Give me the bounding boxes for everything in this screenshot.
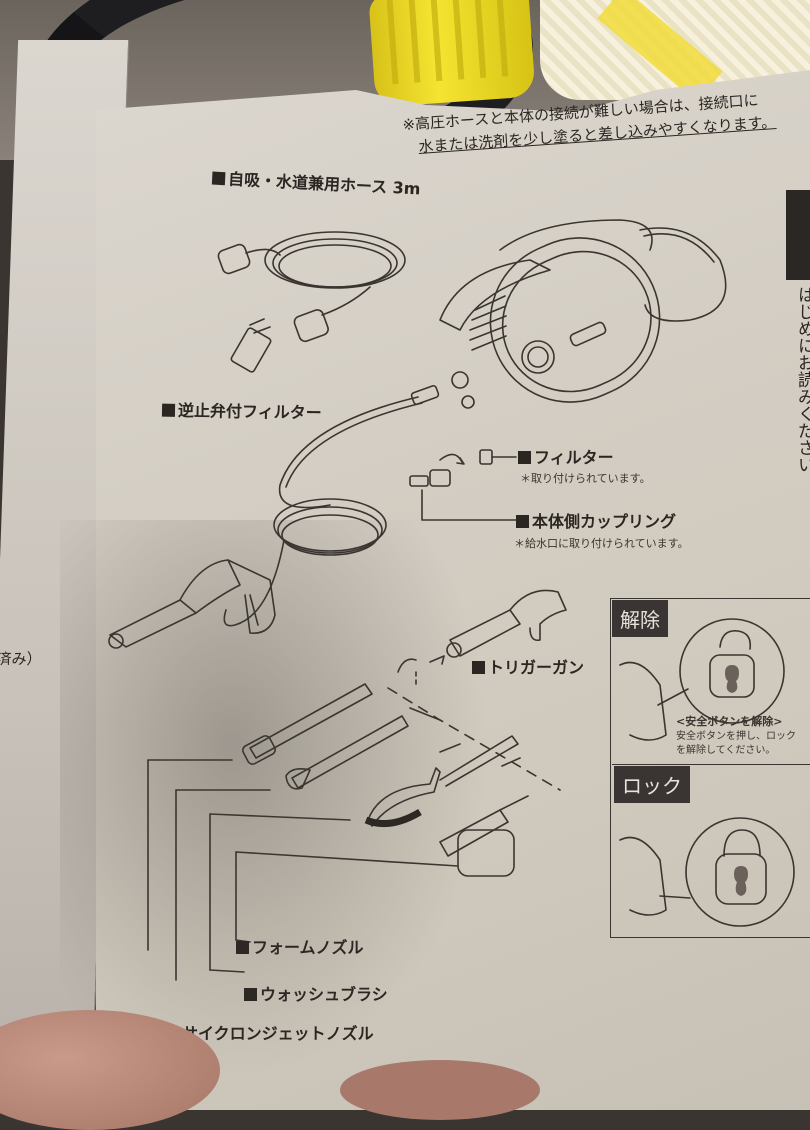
locked-padlock-icon (619, 817, 795, 927)
body-coupling-note: ＊給水口に取り付けられています。 (514, 537, 689, 550)
hose-illustration (217, 231, 406, 373)
filter-and-coupling-illustration (409, 449, 517, 521)
release-tag: 解除 (612, 600, 668, 637)
section-tab (786, 190, 810, 280)
bullet-square-icon (211, 171, 226, 186)
bullet-square-icon (518, 451, 531, 464)
high-pressure-hose-and-gun-illustration (108, 384, 440, 649)
manual-page (96, 70, 810, 1110)
lock-tag: ロック (614, 766, 690, 803)
accessories-illustration (147, 683, 561, 981)
bullet-square-icon (244, 988, 257, 1001)
bullet-square-icon (236, 941, 249, 954)
foam-nozzle-label: フォームノズル (236, 940, 364, 956)
safety-button-panel (610, 598, 810, 938)
left-page-fragment: 済み） (0, 650, 42, 668)
body-coupling-label: 本体側カップリング (516, 514, 676, 530)
bullet-square-icon (516, 515, 529, 528)
unlocked-padlock-icon (619, 618, 785, 741)
trigger-gun-illustration (397, 589, 567, 685)
filter-note: ＊取り付けられています。 (520, 472, 651, 485)
yellow-cap-photo (368, 0, 536, 108)
bullet-square-icon (472, 661, 485, 674)
side-vertical-text: はじめにお読みください (794, 286, 810, 473)
panel-divider (612, 764, 810, 766)
finger-photo-2 (340, 1060, 540, 1120)
release-title: <安全ボタンを解除> (676, 715, 783, 728)
release-desc-line1: 安全ボタンを押し、ロック (676, 731, 796, 742)
pressure-washer-unit-illustration (439, 219, 727, 409)
release-desc-line2: を解除してください。 (676, 745, 776, 756)
filter-label: フィルター (518, 450, 614, 466)
wash-brush-label: ウォッシュブラシ (244, 987, 388, 1003)
trigger-gun-label: トリガーガン (472, 660, 584, 676)
